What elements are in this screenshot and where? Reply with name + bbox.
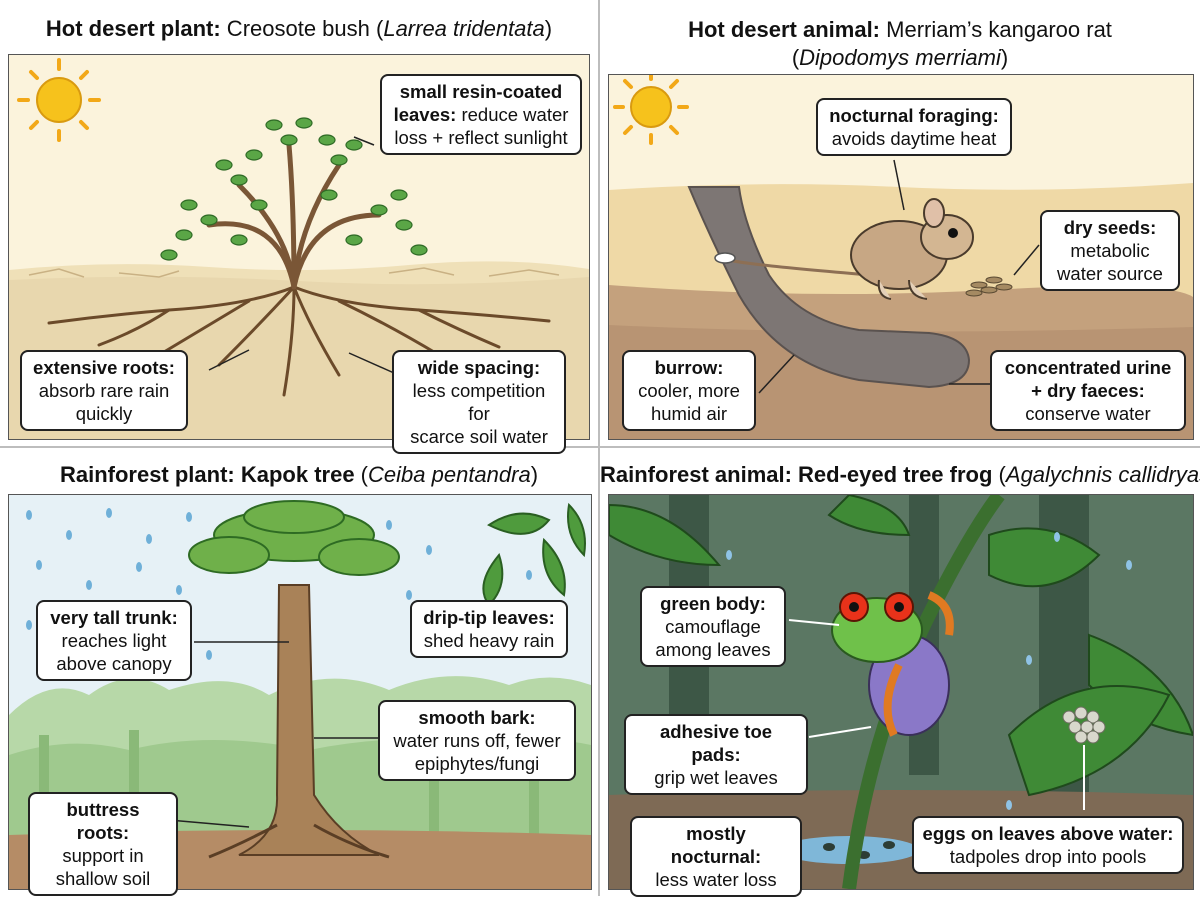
callout-head: + dry faeces:: [1031, 380, 1145, 401]
rainforest-animal-scene: [608, 494, 1194, 890]
title-close: ): [544, 16, 553, 41]
kapok-tree-icon: [188, 500, 400, 859]
callout-text: loss + reflect sunlight: [394, 127, 568, 148]
callout-burrow: burrow: cooler, more humid air: [622, 350, 756, 431]
callout-head: nocturnal foraging:: [829, 105, 999, 126]
callout-text: reduce water: [456, 104, 569, 125]
panel-title-rainforest-animal: Rainforest animal: Red-eyed tree frog (A…: [600, 462, 1200, 488]
callout-text: shed heavy rain: [423, 630, 555, 651]
callout-head: green body:: [660, 593, 766, 614]
title-rest: (: [354, 462, 369, 487]
callout-text: water runs off, fewer: [393, 730, 561, 751]
callout-text: metabolic: [1070, 240, 1150, 261]
callout-head: buttress roots:: [66, 799, 140, 843]
title-bold: Hot desert plant:: [45, 16, 221, 41]
title-species: Agalychnis callidryas: [1005, 462, 1200, 487]
title-bold: Rainforest plant: Kapok tree: [59, 462, 355, 487]
panel-title-desert-plant: Hot desert plant: Creosote bush (Larrea …: [0, 16, 598, 42]
callout-text: grip wet leaves: [654, 767, 778, 788]
callout-head: very tall trunk:: [50, 607, 178, 628]
callout-drip-tip-leaves: drip-tip leaves: shed heavy rain: [410, 600, 568, 658]
callout-eggs-on-leaves: eggs on leaves above water: tadpoles dro…: [912, 816, 1184, 874]
callout-text: camouflage: [665, 616, 761, 637]
callout-smooth-bark: smooth bark: water runs off, fewer epiph…: [378, 700, 576, 781]
callout-text: among leaves: [655, 639, 771, 660]
callout-text: tadpoles drop into pools: [949, 846, 1147, 867]
title-bold: Hot desert animal:: [688, 17, 881, 42]
title-species: Dipodomys merriami: [799, 45, 1001, 70]
callout-dry-seeds: dry seeds: metabolic water source: [1040, 210, 1180, 291]
callout-text: above canopy: [56, 653, 172, 674]
title-rest: (: [992, 462, 1006, 487]
callout-concentrated-urine: concentrated urine + dry faeces: conserv…: [990, 350, 1186, 431]
callout-head: drip-tip leaves:: [423, 607, 555, 628]
callout-extensive-roots: extensive roots: absorb rare rain quickl…: [20, 350, 188, 431]
callout-resin-leaves: small resin-coated leaves: reduce water …: [380, 74, 582, 155]
kangaroo-rat-icon: [714, 198, 974, 300]
callout-green-body: green body: camouflage among leaves: [640, 586, 786, 667]
callout-mostly-nocturnal: mostly nocturnal: less water loss: [630, 816, 802, 897]
callout-head: mostly nocturnal:: [670, 823, 762, 867]
callout-text: humid air: [650, 403, 728, 424]
callout-tall-trunk: very tall trunk: reaches light above can…: [36, 600, 192, 681]
callout-head: small resin-coated: [399, 81, 563, 102]
leaf-icons: [609, 495, 1193, 797]
callout-head: extensive roots:: [33, 357, 175, 378]
callout-text: shallow soil: [55, 868, 151, 889]
panel-title-desert-animal: Hot desert animal: Merriam’s kangaroo ra…: [600, 16, 1200, 72]
vertical-divider: [598, 0, 600, 896]
sun-icon: [613, 75, 689, 145]
callout-text: support in: [62, 845, 144, 866]
callout-wide-spacing: wide spacing: less competition for scarc…: [392, 350, 566, 454]
drip-tip-leaf-icon: [482, 502, 586, 607]
callout-head: smooth bark:: [418, 707, 536, 728]
leaf-cluster: [160, 117, 428, 261]
title-species: Larrea tridentata: [383, 16, 545, 41]
callout-buttress-roots: buttress roots: support in shallow soil: [28, 792, 178, 896]
horizontal-divider: [0, 446, 1200, 448]
title-close: ): [530, 462, 539, 487]
title-open: (: [791, 45, 800, 70]
callout-head: eggs on leaves above water:: [922, 823, 1174, 844]
callout-head: concentrated urine: [1004, 357, 1172, 378]
sun-icon: [17, 58, 101, 142]
callout-head: burrow:: [654, 357, 724, 378]
callout-adhesive-toe-pads: adhesive toe pads: grip wet leaves: [624, 714, 808, 795]
frog-eggs-icon: [1062, 706, 1106, 744]
red-eyed-tree-frog-icon: [831, 591, 954, 737]
callout-text: less competition for: [412, 380, 546, 424]
seeds-icon: [965, 276, 1013, 297]
callout-head: wide spacing:: [417, 357, 541, 378]
callout-text: water source: [1057, 263, 1163, 284]
callout-text: conserve water: [1025, 403, 1151, 424]
callout-head: adhesive toe pads:: [659, 721, 773, 765]
callout-text: scarce soil water: [410, 426, 548, 447]
title-species: Ceiba pentandra: [368, 462, 531, 487]
callout-text: avoids daytime heat: [831, 128, 997, 149]
callout-text: quickly: [75, 403, 133, 424]
callout-nocturnal-foraging: nocturnal foraging: avoids daytime heat: [816, 98, 1012, 156]
tadpole-icons: [823, 841, 895, 859]
callout-bold: leaves:: [393, 104, 457, 125]
callout-text: absorb rare rain: [38, 380, 170, 401]
title-bold: Rainforest animal: Red-eyed tree frog: [600, 462, 993, 487]
panel-title-rainforest-plant: Rainforest plant: Kapok tree (Ceiba pent…: [0, 462, 598, 488]
callout-text: epiphytes/fungi: [414, 753, 540, 774]
title-close: ): [1000, 45, 1009, 70]
title-rest: Merriam’s kangaroo rat: [880, 17, 1112, 42]
callout-text: reaches light: [61, 630, 167, 651]
callout-head: dry seeds:: [1063, 217, 1157, 238]
title-rest: Creosote bush (: [220, 16, 384, 41]
callout-text: less water loss: [655, 869, 777, 890]
callout-text: cooler, more: [638, 380, 740, 401]
